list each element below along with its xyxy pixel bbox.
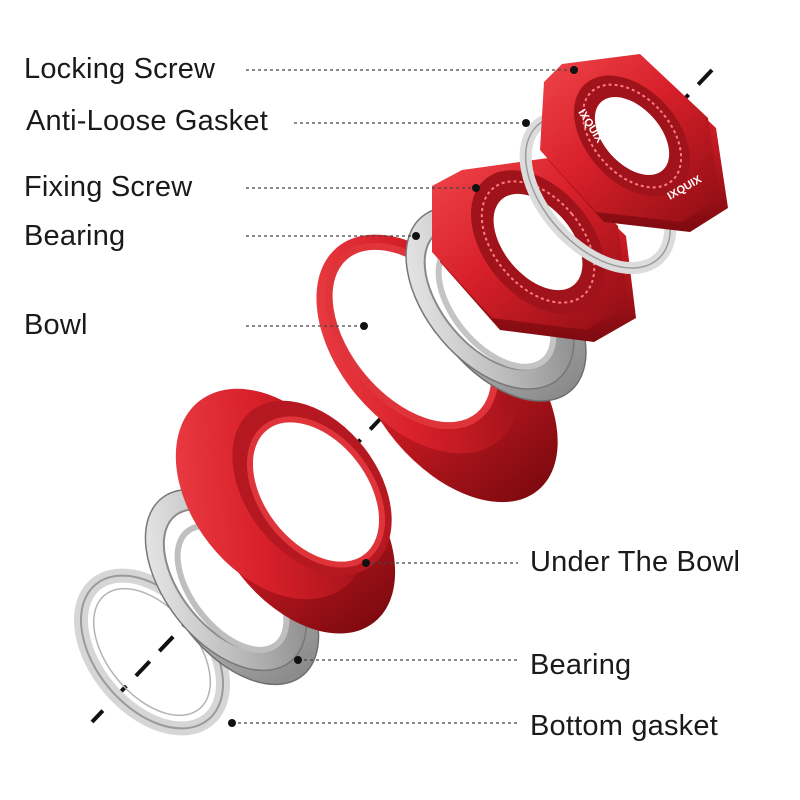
dot-bottom-gasket — [228, 719, 236, 727]
label-bowl: Bowl — [24, 309, 88, 341]
label-bearing-top: Bearing — [24, 220, 126, 252]
locking-screw-part: IXQUIX IXQUIX — [540, 54, 728, 232]
fixing-screw-part — [432, 158, 636, 342]
label-locking-screw: Locking Screw — [24, 53, 216, 85]
dot-anti-loose-gasket — [522, 119, 530, 127]
label-anti-loose-gasket: Anti-Loose Gasket — [26, 105, 268, 137]
leader-lines — [232, 69, 572, 724]
label-bottom-gasket: Bottom gasket — [530, 710, 718, 742]
dot-bearing-top — [412, 232, 420, 240]
label-under-the-bowl: Under The Bowl — [530, 546, 741, 578]
dot-bearing-bottom — [294, 656, 302, 664]
label-fixing-screw: Fixing Screw — [24, 171, 193, 203]
label-bearing-bottom: Bearing — [530, 649, 632, 681]
dot-bowl — [360, 322, 368, 330]
leader-dots — [228, 66, 578, 727]
dot-locking-screw — [570, 66, 578, 74]
under-the-bowl-part — [175, 388, 396, 634]
dot-under-the-bowl — [362, 559, 370, 567]
dot-fixing-screw — [472, 184, 480, 192]
